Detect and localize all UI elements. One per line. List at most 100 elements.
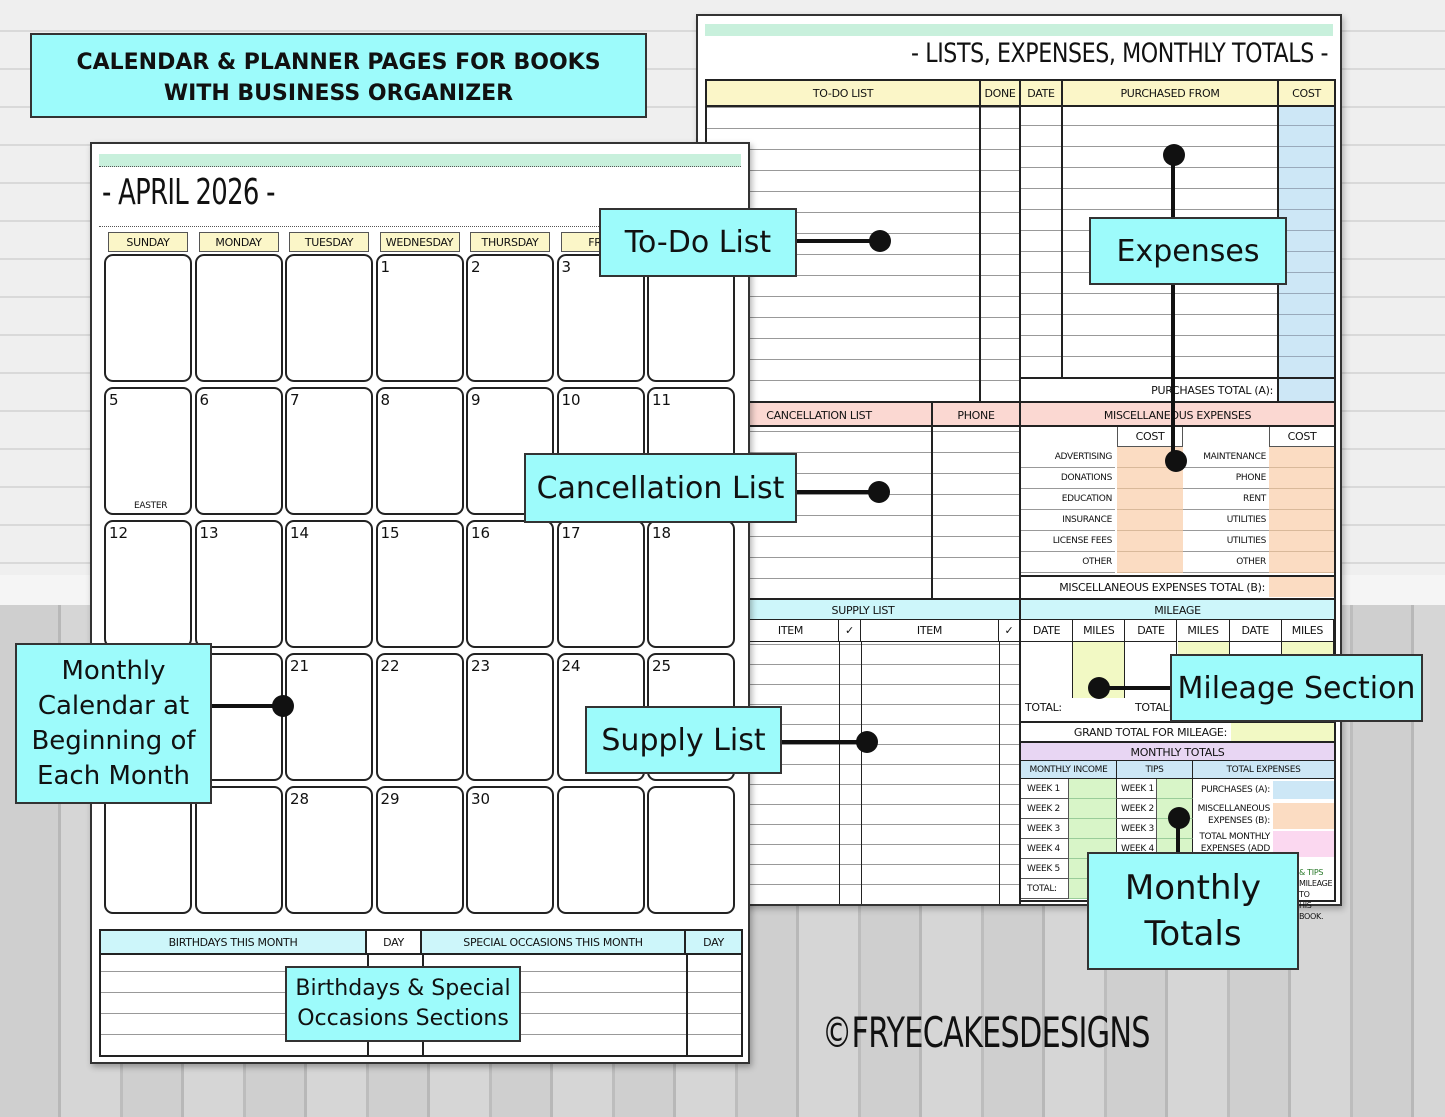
misc-expense-label-right: RENT (1183, 489, 1269, 510)
tips-header: TIPS (1117, 761, 1193, 779)
weekday-header: TUESDAY (289, 232, 369, 252)
mileage-col-header: DATE (1229, 620, 1282, 642)
weekday-header: THURSDAY (470, 232, 550, 252)
calendar-day-cell: 7 (285, 387, 373, 515)
calendar-day-cell: 21 (285, 653, 373, 781)
mileage-header: MILEAGE (1021, 598, 1334, 620)
income-week-label: WEEK 1 (1021, 779, 1069, 799)
phone-header: PHONE (933, 401, 1021, 427)
banner: CALENDAR & PLANNER PAGES FOR BOOKS WITH … (30, 33, 647, 118)
birthdays-callout-line-2: Occasions Sections (297, 1006, 509, 1031)
day-number: 5 (109, 391, 119, 409)
calendar-title: - APRIL 2026 - (102, 172, 275, 213)
day-number: 22 (380, 657, 400, 675)
monthly-calendar-callout-line (210, 704, 285, 708)
calendar-day-cell: 28 (285, 786, 373, 914)
phone-lines (933, 427, 1021, 599)
purchased-from-header: PURCHASED FROM (1063, 81, 1279, 107)
calendar-day-cell: 6 (194, 387, 283, 515)
day-number: 10 (561, 391, 581, 409)
special-day-header: DAY (686, 931, 741, 955)
weekday-row: SUNDAYMONDAYTUESDAYWEDNESDAYTHURSDAYFRID (104, 232, 744, 252)
day-number: 7 (290, 391, 300, 409)
day-number: 21 (290, 657, 310, 675)
grand-total-mileage-cell (1231, 721, 1334, 741)
calendar-day-cell: 29 (375, 786, 464, 914)
cost-column (1279, 107, 1334, 377)
calendar-day-cell: 1 (375, 254, 464, 382)
day-number: 30 (471, 790, 491, 808)
mileage-col-header: DATE (1125, 620, 1178, 642)
banner-line-1: CALENDAR & PLANNER PAGES FOR BOOKS (76, 50, 601, 75)
expenses-callout-dot-top (1163, 144, 1185, 166)
calendar-day-cell: 13 (194, 520, 283, 648)
title-divider (99, 226, 741, 227)
day-number: 12 (109, 524, 129, 542)
calendar-day-cell (104, 254, 192, 382)
income-week-label: WEEK 2 (1021, 799, 1069, 819)
day-number: 29 (380, 790, 400, 808)
misc-expense-cost-right (1269, 468, 1334, 489)
done-header: DONE (981, 81, 1021, 107)
calendar-day-cell: 23 (466, 653, 554, 781)
mileage-col-header: MILES (1281, 620, 1334, 642)
monthly-totals-callout: Monthly Totals (1087, 852, 1299, 970)
done-lines (981, 107, 1021, 401)
calendar-day-cell: 30 (466, 786, 554, 914)
misc-expense-label-left: EDUCATION (1021, 489, 1115, 510)
date-lines (1021, 107, 1063, 377)
birthdays-callout-line-1: Birthdays & Special (295, 976, 511, 1001)
exp-misc-cell (1273, 803, 1334, 829)
day-number: 8 (380, 391, 391, 409)
misc-expense-label-left: ADVERTISING (1021, 447, 1115, 468)
birthdays-header: BIRTHDAYS THIS MONTH (101, 931, 367, 955)
todo-callout: To-Do List (599, 208, 797, 277)
misc-expense-cost-left (1117, 468, 1183, 489)
misc-expense-label-left: DONATIONS (1021, 468, 1115, 489)
grand-total-mileage-label: GRAND TOTAL FOR MILEAGE: (1021, 721, 1231, 741)
misc-expenses-header: MISCELLANEOUS EXPENSES (1021, 401, 1334, 427)
monthly-calendar-callout-line-4: Each Month (37, 760, 190, 791)
misc-expense-label-left: LICENSE FEES (1021, 531, 1115, 552)
total-expenses-header: TOTAL EXPENSES (1193, 761, 1334, 779)
mileage-total-1: TOTAL: (1025, 701, 1062, 714)
income-week-cell (1069, 819, 1117, 839)
day-number: 9 (471, 391, 481, 409)
day-number: 17 (561, 524, 581, 542)
misc-expense-cost-left (1117, 489, 1183, 510)
day-number: 25 (652, 657, 672, 675)
mileage-callout: Mileage Section (1170, 654, 1423, 722)
supply-item-header-1: ITEM (742, 620, 839, 642)
mileage-col-header: MILES (1073, 620, 1126, 642)
calendar-day-cell: 12 (104, 520, 192, 648)
misc-expense-label-right: UTILITIES (1183, 510, 1269, 531)
mileage-col-body (1021, 642, 1074, 698)
calendar-day-cell: 14 (285, 520, 373, 648)
misc-expense-label-right: PHONE (1183, 468, 1269, 489)
weekday-header: MONDAY (198, 232, 279, 252)
cancellation-callout-dot (868, 481, 890, 503)
calendar-day-cell (104, 786, 192, 914)
todo-callout-line (795, 239, 880, 243)
birthday-day-header: DAY (367, 931, 422, 955)
day-number: 3 (561, 258, 572, 276)
calendar-day-cell: 16 (466, 520, 554, 648)
misc-expense-cost-right (1269, 489, 1334, 510)
exp-purchases-cell (1273, 781, 1334, 799)
day-number: 1 (380, 258, 391, 276)
monthly-calendar-callout-dot (272, 695, 294, 717)
note-line-3: HIS BOOK. (1299, 901, 1324, 921)
supply-item-header-2: ITEM (861, 620, 999, 642)
misc-expense-label-right: UTILITIES (1183, 531, 1269, 552)
calendar-title-strip (99, 154, 741, 167)
misc-expense-cost-left (1117, 531, 1183, 552)
income-week-cell (1069, 779, 1117, 799)
calendar-day-cell: 15 (375, 520, 464, 648)
birthdays-callout: Birthdays & Special Occasions Sections (285, 966, 521, 1042)
calendar-day-cell: 2 (466, 254, 554, 382)
calendar-day-cell (285, 254, 373, 382)
monthly-totals-callout-line-2: Totals (1144, 914, 1242, 954)
misc-total-label: MISCELLANEOUS EXPENSES TOTAL (B): (1021, 575, 1269, 597)
misc-expense-cost-right (1269, 447, 1334, 468)
